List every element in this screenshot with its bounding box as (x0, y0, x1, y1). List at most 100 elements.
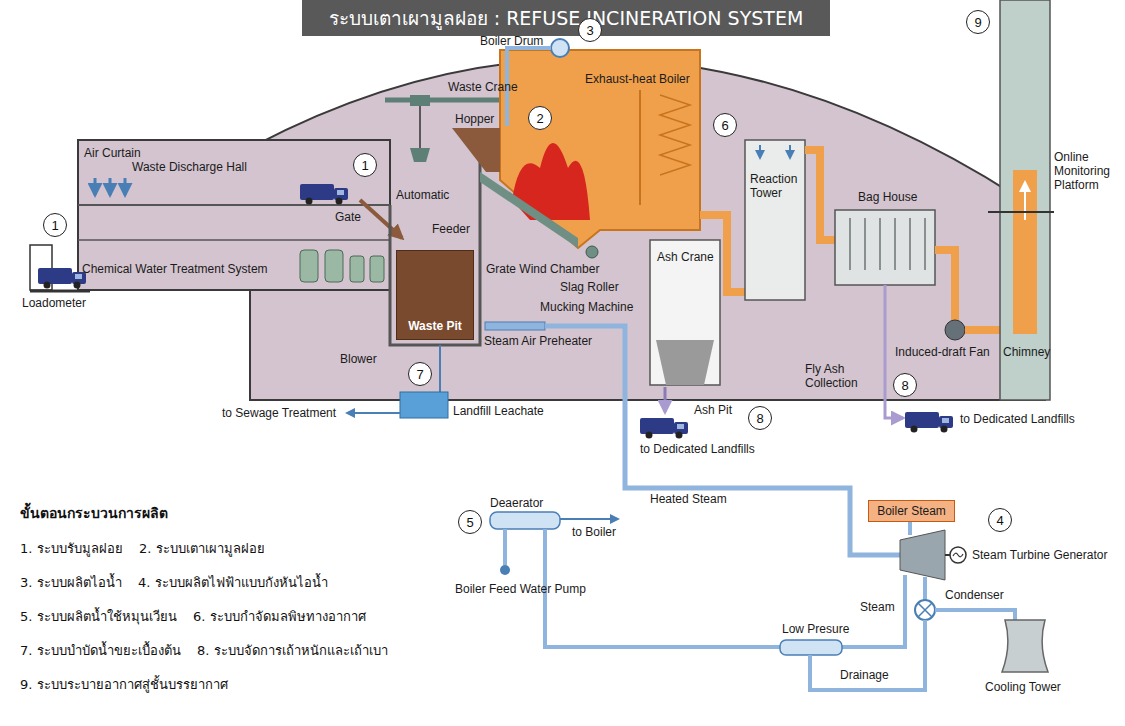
steam-turbine (900, 530, 945, 580)
filter-bags (879, 218, 881, 270)
gas-arrow (1019, 180, 1031, 192)
title-banner: ระบบเตาเผามูลฝอย : REFUSE INCINERATION S… (302, 0, 830, 36)
part-label: Chimney (1003, 345, 1050, 359)
garbage-truck (300, 184, 348, 205)
boiler-body (500, 50, 700, 248)
crane-trolley (410, 95, 430, 106)
process-step: 3. ระบบผลิตไอน้ำ (20, 574, 122, 591)
ash-truck (640, 418, 688, 439)
part-label: Deaerator (490, 496, 543, 510)
air-curtain-arrows (124, 178, 127, 195)
water-treatment-tanks (370, 256, 384, 282)
process-step: 9. ระบบระบายอากาศสู่ชั้นบรรยากาศ (20, 676, 228, 693)
diagram-title: ระบบเตาเผามูลฝอย : REFUSE INCINERATION S… (329, 3, 804, 33)
process-step: 8. ระบบจัดการเถ้าหนักและเถ้าเบา (197, 642, 388, 659)
filter-bags (849, 218, 851, 270)
part-label: Low Presure (782, 622, 849, 636)
bag-house (835, 210, 935, 285)
node-text: 6 (721, 118, 728, 133)
process-step: 5. ระบบผลิตน้ำใช้หมุนเวียน (20, 608, 177, 625)
part-label: to Sewage Treatment (222, 406, 336, 420)
part-label: Boiler Drum (480, 34, 543, 48)
process-step: 7. ระบบบำบัดน้ำขยะเบื้องต้น (20, 642, 181, 659)
hall-floor (78, 204, 390, 206)
part-label: Automatic (396, 188, 449, 202)
part-label: Boiler Feed Water Pump (455, 582, 586, 596)
ash-arrow (664, 387, 667, 412)
part-label: Fly Ash Collection (805, 362, 877, 390)
chimney-gas (1013, 170, 1037, 334)
leachate-pipe (439, 345, 441, 392)
callout-number: 6 (713, 113, 737, 137)
pit-wall (390, 160, 480, 345)
callout-number: 8 (748, 406, 772, 430)
part-label: Feeder (432, 222, 470, 236)
air-curtain-arrows (95, 178, 125, 195)
list-heading: ขั้นตอนกระบวนการผลิต (20, 505, 168, 522)
part-label: to Dedicated Landfills (960, 412, 1075, 426)
feed-pump (500, 565, 510, 575)
part-label: to Boiler (572, 525, 616, 539)
ash-pile (656, 340, 714, 385)
callout-number: 1 (43, 213, 67, 237)
cooling-pipe (935, 610, 1015, 620)
heat-exchanger (660, 95, 690, 175)
process-step: 2. ระบบเตาเผามูลฝอย (139, 540, 265, 557)
part-label: Condenser (945, 588, 1004, 602)
node-text: 3 (586, 23, 593, 38)
reaction-tower (745, 140, 805, 300)
callout-number: 2 (528, 106, 552, 130)
part-label: Mucking Machine (540, 300, 633, 314)
node-text: 2 (536, 111, 543, 126)
hopper (452, 128, 500, 172)
process-step: 6. ระบบกำจัดมลพิษทางอากาศ (193, 608, 366, 625)
steam-pipe (923, 577, 927, 600)
crane-grab (410, 148, 430, 162)
process-step: 1. ระบบรับมูลฝอย (20, 540, 123, 557)
callout-number: 3 (578, 18, 602, 42)
filter-bags (864, 218, 866, 270)
ash-truck (905, 412, 953, 433)
part-label: Air Curtain (84, 146, 141, 160)
part-label: Ash Pit (694, 403, 732, 417)
node-text: 8 (901, 378, 908, 393)
part-label: Induced-draft Fan (895, 345, 990, 359)
part-label: Steam Air Preheater (484, 334, 592, 348)
gas-arrow (1024, 192, 1026, 220)
induced-draft-fan (945, 320, 965, 340)
heat-exchanger (660, 95, 690, 175)
filter-bags (894, 218, 896, 270)
part-label: Online Monitoring Platform (1054, 150, 1118, 192)
condenser-symbol (915, 600, 935, 620)
node-text: 1 (361, 158, 368, 173)
boiler-divider (639, 90, 641, 205)
part-label: Loadometer (22, 296, 86, 310)
spray-arrows (759, 145, 761, 158)
slag-roller (586, 246, 598, 258)
part-label: to Dedicated Landfills (640, 442, 755, 456)
air-curtain-arrows (109, 178, 112, 195)
crane-rail (385, 98, 505, 103)
filter-bags (924, 218, 926, 270)
node-text: 9 (974, 15, 981, 30)
generator-symbol (950, 547, 966, 563)
deaerator-tank (490, 512, 560, 529)
sewage-arrow (347, 412, 400, 414)
low-pressure-heater (780, 640, 842, 655)
node-text: 8 (756, 411, 763, 426)
flue-duct (935, 250, 955, 320)
part-label: Reaction Tower (750, 172, 802, 200)
steam-pipe (842, 575, 905, 647)
spray-arrows (789, 145, 791, 158)
water-treatment-tanks (325, 250, 343, 282)
part-label: Steam Turbine Generator (972, 548, 1107, 562)
feed-pipe (503, 529, 507, 565)
water-treatment-tanks (300, 250, 384, 282)
label-box: Boiler Steam (868, 500, 955, 522)
node-text: 4 (996, 513, 1003, 528)
part-label: Heated Steam (650, 492, 727, 506)
node-text: 5 (466, 515, 473, 530)
garbage-truck (38, 268, 86, 289)
part-label: Bag House (858, 190, 917, 204)
